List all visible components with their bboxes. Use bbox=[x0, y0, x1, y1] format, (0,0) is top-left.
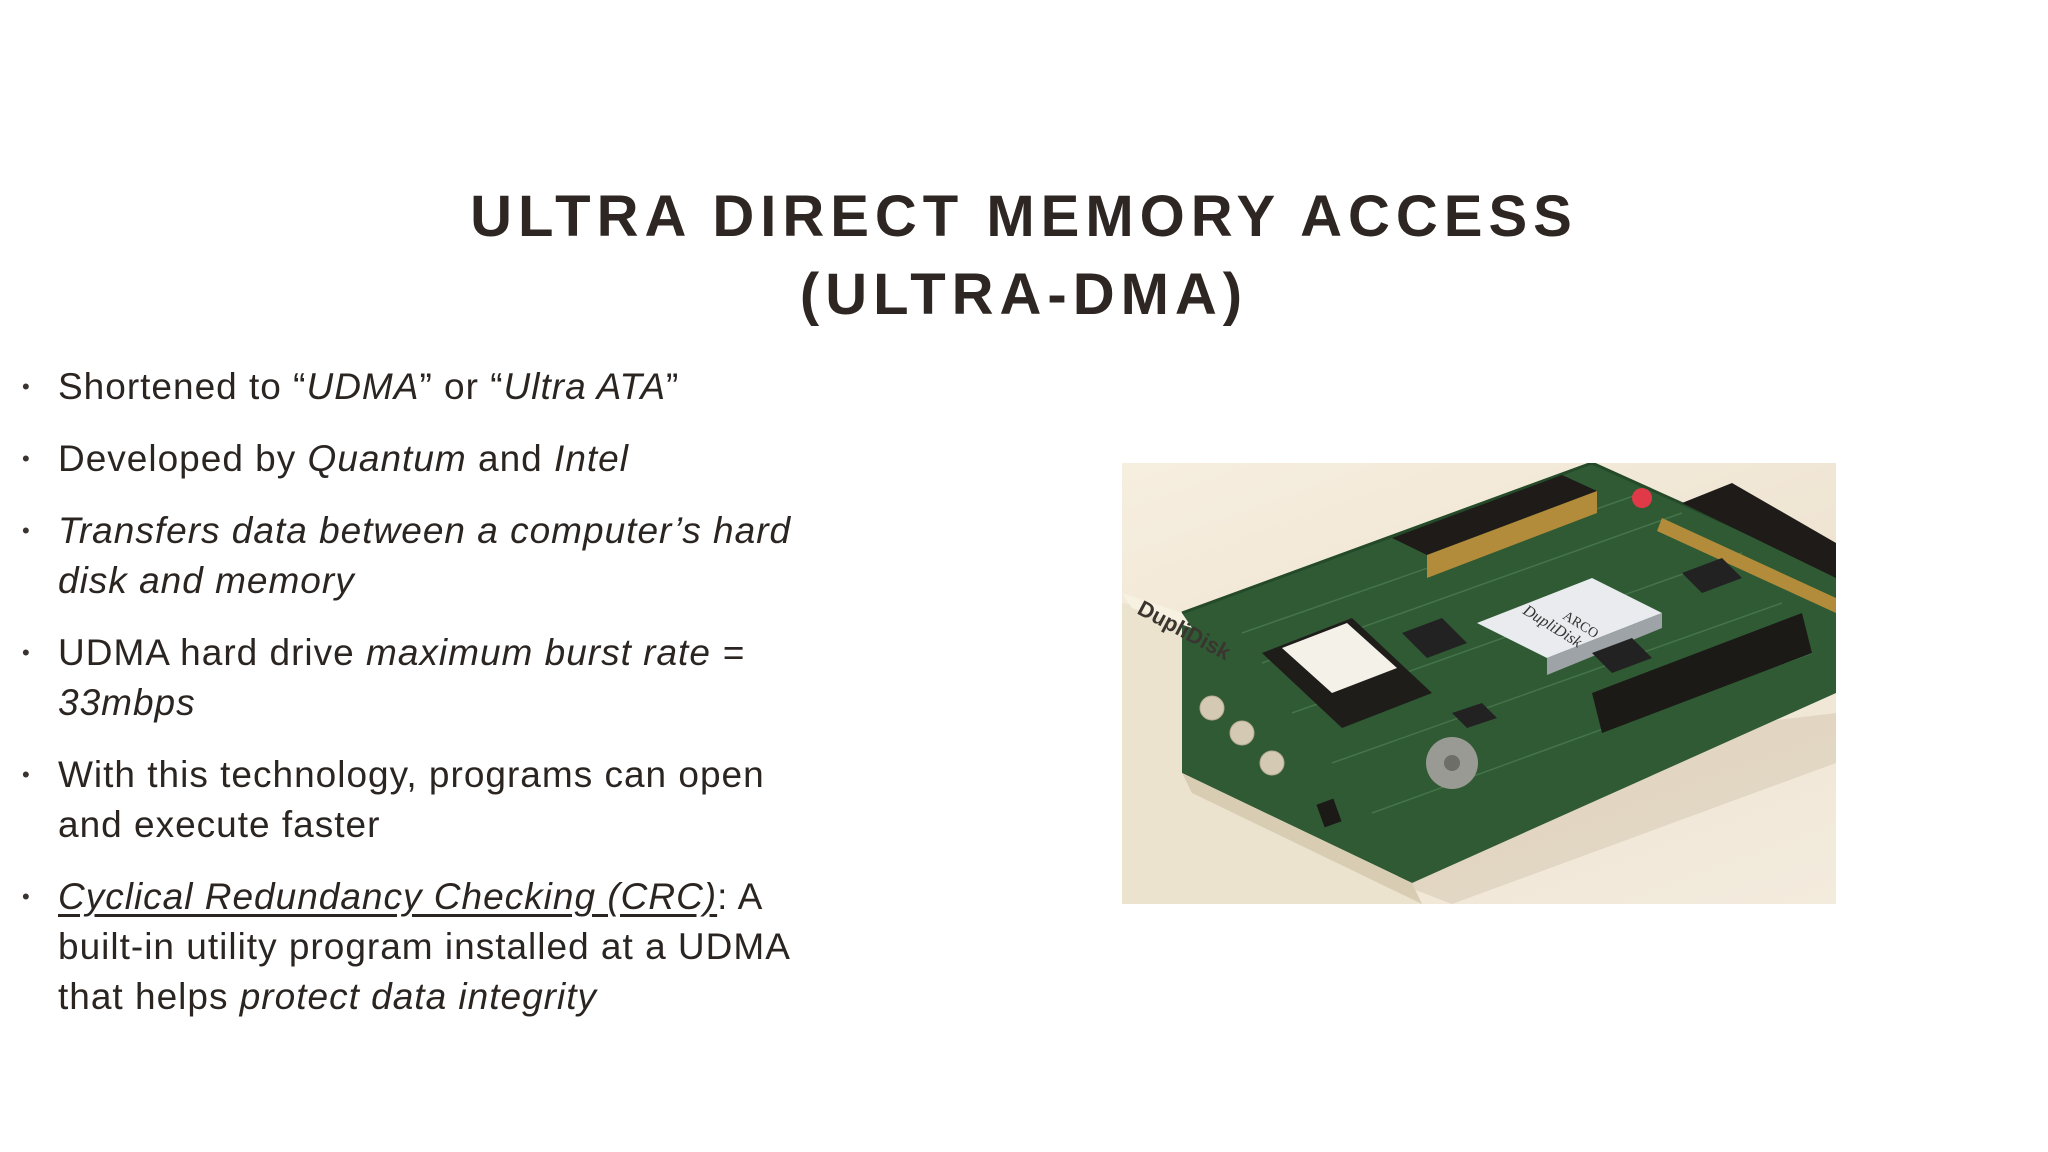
red-led bbox=[1632, 488, 1652, 508]
seg: Developed by bbox=[58, 438, 308, 479]
seg: Intel bbox=[554, 438, 629, 479]
slide-title: ULTRA DIRECT MEMORY ACCESS (ULTRA-DMA) bbox=[0, 178, 2048, 334]
seg: ” or “ bbox=[419, 366, 504, 407]
seg: maximum burst rate = 33mbps bbox=[58, 632, 745, 723]
seg: UDMA hard drive bbox=[58, 632, 366, 673]
bullet-item: • With this technology, programs can open… bbox=[22, 750, 802, 850]
ide-connector-bottom bbox=[1592, 613, 1812, 733]
slide-title-line-1: ULTRA DIRECT MEMORY ACCESS bbox=[470, 184, 1578, 249]
bullet-item: • Cyclical Redundancy Checking (CRC): A b… bbox=[22, 872, 802, 1022]
seg: and bbox=[466, 438, 555, 479]
slide-title-line-2: (ULTRA-DMA) bbox=[799, 262, 1249, 327]
bullet-item: • Developed by Quantum and Intel bbox=[22, 434, 802, 484]
seg: Shortened to “ bbox=[58, 366, 307, 407]
bullet-dot-icon: • bbox=[22, 446, 31, 471]
bullet-list: • Shortened to “UDMA” or “Ultra ATA” • Dev… bbox=[22, 362, 802, 1044]
crc-link[interactable]: Cyclical Redundancy Checking (CRC) bbox=[58, 876, 718, 917]
seg: UDMA bbox=[306, 366, 420, 407]
bullet-item: • Transfers data between a computer’s har… bbox=[22, 506, 802, 606]
udma-card-photo: ARCO DupliDisk DupliDisk bbox=[1122, 463, 1836, 904]
seg: Ultra ATA bbox=[503, 366, 667, 407]
seg: With this technology, programs can open … bbox=[58, 754, 765, 845]
pcb-illustration: ARCO DupliDisk DupliDisk bbox=[1122, 463, 1836, 904]
bullet-dot-icon: • bbox=[22, 518, 31, 543]
front-bracket: DupliDisk bbox=[1122, 593, 1422, 904]
seg: Quantum bbox=[307, 438, 467, 479]
seg: ” bbox=[666, 366, 680, 407]
bullet-dot-icon: • bbox=[22, 762, 31, 787]
bullet-item: • UDMA hard drive maximum burst rate = 33… bbox=[22, 628, 802, 728]
bullet-dot-icon: • bbox=[22, 374, 31, 399]
seg: : A built-in utility program installed a… bbox=[58, 876, 789, 1017]
bullet-item: • Shortened to “UDMA” or “Ultra ATA” bbox=[22, 362, 802, 412]
bullet-dot-icon: • bbox=[22, 884, 31, 909]
seg: protect data integrity bbox=[239, 976, 597, 1017]
ide-connector-right bbox=[1657, 483, 1836, 613]
bullet-dot-icon: • bbox=[22, 640, 31, 665]
pcb-board bbox=[1182, 463, 1836, 883]
seg: Transfers data between a computer’s hard… bbox=[58, 510, 792, 601]
ide-connector-top bbox=[1392, 475, 1597, 578]
eprom-chip bbox=[1262, 618, 1432, 728]
main-chip: ARCO DupliDisk bbox=[1477, 578, 1662, 675]
